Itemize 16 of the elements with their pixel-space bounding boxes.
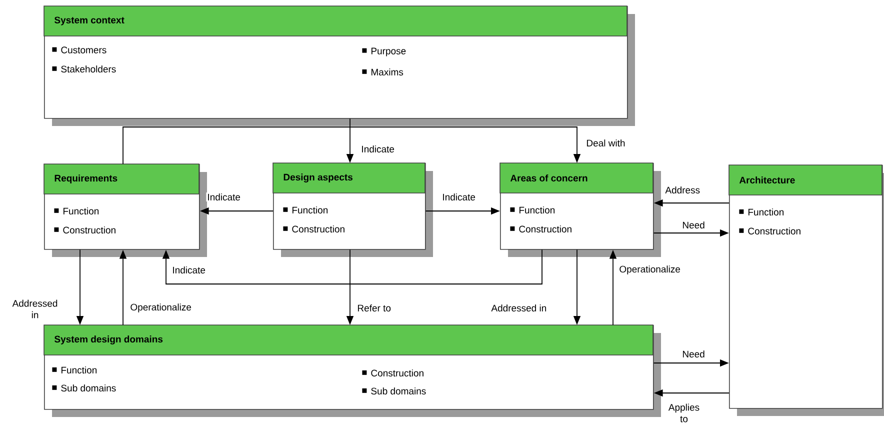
edge-label: Operationalize bbox=[129, 302, 192, 314]
edge-label: Addressed in bbox=[10, 298, 60, 320]
edge-label: Indicate bbox=[360, 144, 396, 154]
edge-label: Deal with bbox=[585, 138, 626, 148]
edge-label: Indicate bbox=[206, 192, 242, 202]
edge-label: Operationalize bbox=[618, 264, 682, 276]
edge-label: Applies to bbox=[664, 402, 704, 424]
arrow bbox=[162, 249, 542, 284]
edge-label: Indicate bbox=[171, 266, 206, 274]
arrow bbox=[122, 126, 581, 164]
edge-label: Refer to bbox=[356, 304, 392, 312]
edge-label: Need bbox=[681, 350, 706, 358]
edge-label: Need bbox=[681, 220, 706, 230]
edge-label: Address bbox=[664, 186, 702, 194]
edge-label: Indicate bbox=[441, 192, 476, 202]
edge-label: Addressed in bbox=[490, 304, 548, 312]
